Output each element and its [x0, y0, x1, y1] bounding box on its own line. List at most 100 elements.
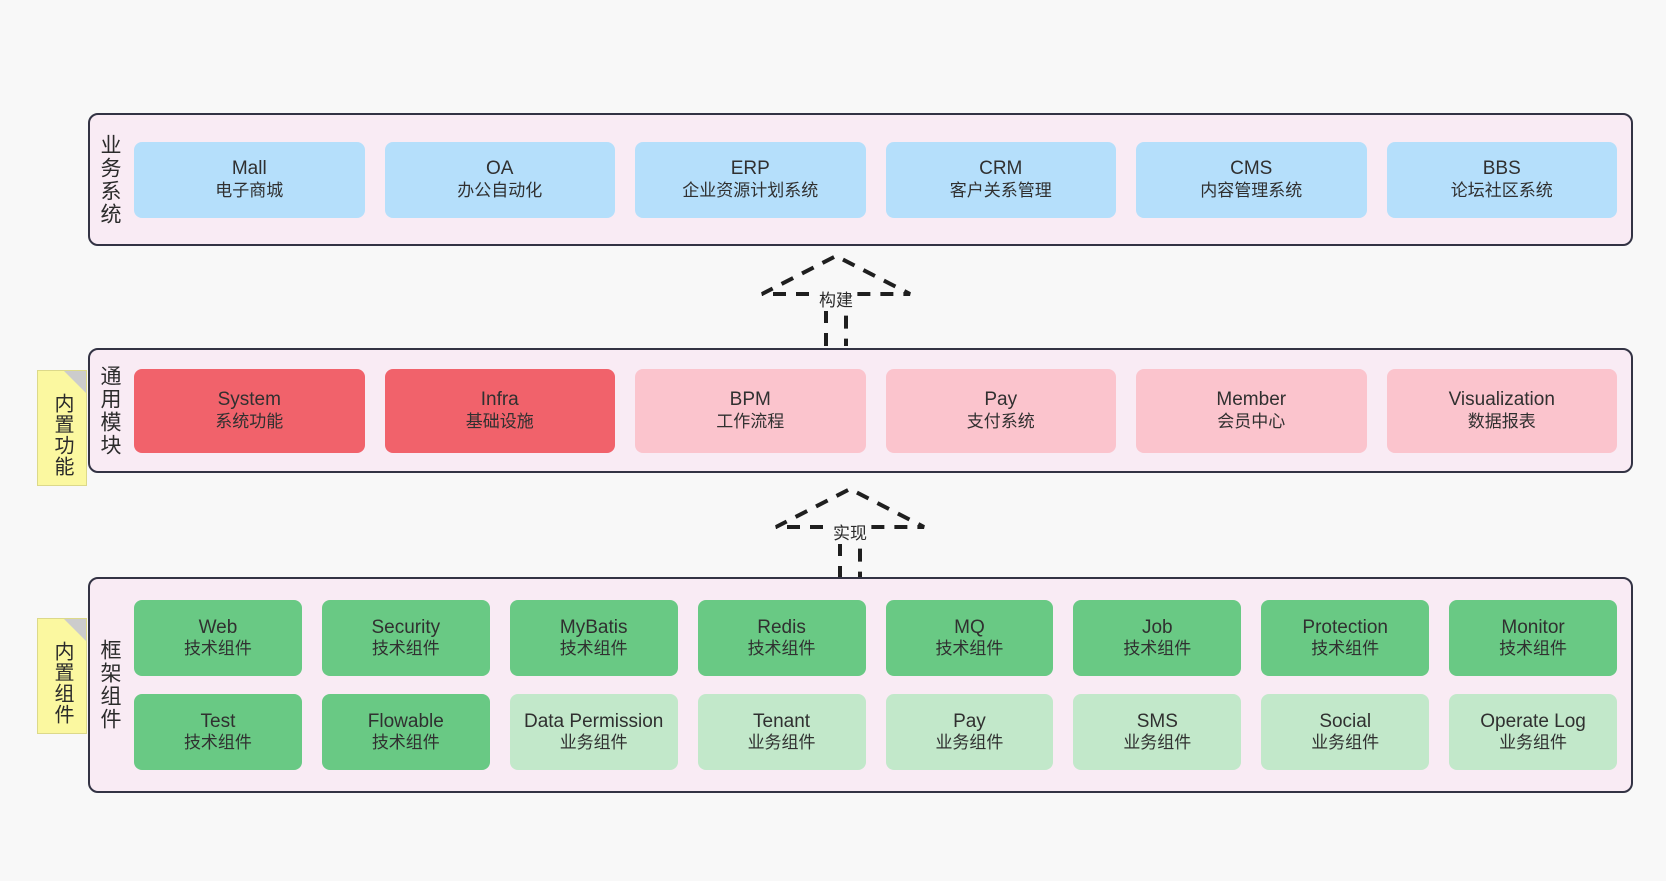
card-member[interactable]: Member 会员中心 [1136, 368, 1367, 453]
card-title: Monitor [1501, 616, 1565, 638]
card-pay[interactable]: Pay 支付系统 [885, 368, 1116, 453]
card-sms[interactable]: SMS 业务组件 [1073, 694, 1242, 770]
card-title: MyBatis [559, 616, 628, 638]
card-title: Flowable [367, 710, 444, 732]
card-subtitle: 技术组件 [183, 733, 252, 753]
card-mq[interactable]: MQ 技术组件 [885, 600, 1054, 676]
note-builtin-function-label: 内置功能 [51, 393, 73, 477]
card-infra[interactable]: Infra 基础设施 [384, 368, 615, 453]
card-system[interactable]: System 系统功能 [134, 368, 365, 453]
card-subtitle: 业务组件 [1311, 733, 1380, 753]
card-title: BBS [1482, 158, 1521, 180]
card-redis[interactable]: Redis 技术组件 [697, 600, 866, 676]
card-title: CRM [979, 158, 1023, 180]
connector-build-label: 构建 [816, 286, 856, 311]
note-builtin-component[interactable]: 内置组件 [37, 618, 87, 734]
card-visualization[interactable]: Visualization 数据报表 [1386, 368, 1617, 453]
note-builtin-component-label: 内置组件 [51, 641, 73, 725]
card-data-permission[interactable]: Data Permission 业务组件 [509, 694, 678, 770]
card-flowable[interactable]: Flowable 技术组件 [321, 694, 490, 770]
card-subtitle: 技术组件 [1123, 639, 1192, 659]
card-subtitle: 业务组件 [935, 733, 1004, 753]
card-subtitle: 技术组件 [183, 639, 252, 659]
card-security[interactable]: Security 技术组件 [321, 600, 490, 676]
card-subtitle: 技术组件 [747, 639, 816, 659]
card-cms[interactable]: CMS 内容管理系统 [1136, 141, 1367, 218]
layer-framework-component-body: Web 技术组件 Security 技术组件 MyBatis 技术组件 Redi… [128, 579, 1631, 791]
card-row: Test 技术组件 Flowable 技术组件 Data Permission … [134, 694, 1617, 770]
card-title: System [217, 389, 281, 411]
card-pay-component[interactable]: Pay 业务组件 [885, 694, 1054, 770]
card-subtitle: 技术组件 [1311, 639, 1380, 659]
card-title: Job [1141, 616, 1173, 638]
card-subtitle: 技术组件 [559, 639, 628, 659]
layer-business-system-body: Mall 电子商城 OA 办公自动化 ERP 企业资源计划系统 CRM 客户关系… [128, 115, 1631, 244]
card-subtitle: 工作流程 [716, 411, 785, 431]
card-subtitle: 电子商城 [215, 180, 284, 200]
card-subtitle: 技术组件 [935, 639, 1004, 659]
card-operate-log[interactable]: Operate Log 业务组件 [1449, 694, 1617, 770]
card-subtitle: 业务组件 [559, 733, 628, 753]
layer-business-system-label: 业务系统 [98, 133, 122, 226]
card-title: OA [486, 158, 514, 180]
layer-common-module-body: System 系统功能 Infra 基础设施 BPM 工作流程 Pay 支付系统… [128, 350, 1631, 471]
card-subtitle: 数据报表 [1467, 411, 1536, 431]
card-crm[interactable]: CRM 客户关系管理 [885, 141, 1116, 218]
card-subtitle: 客户关系管理 [949, 180, 1052, 200]
card-title: Mall [231, 158, 267, 180]
connector-build: 构建 [746, 250, 926, 348]
card-subtitle: 技术组件 [371, 733, 440, 753]
card-subtitle: 论坛社区系统 [1450, 180, 1553, 200]
card-bbs[interactable]: BBS 论坛社区系统 [1386, 141, 1617, 218]
card-subtitle: 技术组件 [1499, 639, 1568, 659]
card-title: Social [1319, 710, 1372, 732]
connector-implement-label: 实现 [830, 519, 870, 544]
card-subtitle: 业务组件 [1499, 733, 1568, 753]
layer-framework-component-label: 框架组件 [98, 639, 122, 731]
card-oa[interactable]: OA 办公自动化 [384, 141, 615, 218]
card-title: Pay [984, 389, 1018, 411]
layer-common-module-label: 通用模块 [98, 364, 122, 457]
card-mybatis[interactable]: MyBatis 技术组件 [509, 600, 678, 676]
card-title: Data Permission [523, 710, 664, 732]
card-social[interactable]: Social 业务组件 [1261, 694, 1430, 770]
card-job[interactable]: Job 技术组件 [1073, 600, 1242, 676]
card-title: SMS [1136, 710, 1178, 732]
layer-framework-component[interactable]: 框架组件 Web 技术组件 Security 技术组件 MyBatis 技术组件… [88, 577, 1633, 793]
card-bpm[interactable]: BPM 工作流程 [635, 368, 866, 453]
card-subtitle: 业务组件 [747, 733, 816, 753]
layer-business-system[interactable]: 业务系统 Mall 电子商城 OA 办公自动化 ERP 企业资源计划系统 CRM… [88, 113, 1633, 246]
card-subtitle: 技术组件 [371, 639, 440, 659]
card-title: Member [1216, 389, 1287, 411]
card-title: Test [200, 710, 236, 732]
card-protection[interactable]: Protection 技术组件 [1261, 600, 1430, 676]
note-builtin-function[interactable]: 内置功能 [37, 370, 87, 486]
card-title: Protection [1302, 616, 1388, 638]
card-title: Visualization [1448, 389, 1555, 411]
card-title: BPM [729, 389, 771, 411]
card-subtitle: 支付系统 [966, 411, 1035, 431]
card-title: MQ [954, 616, 985, 638]
card-title: Pay [953, 710, 986, 732]
card-monitor[interactable]: Monitor 技术组件 [1449, 600, 1617, 676]
card-row: Web 技术组件 Security 技术组件 MyBatis 技术组件 Redi… [134, 600, 1617, 676]
card-subtitle: 会员中心 [1217, 411, 1286, 431]
card-tenant[interactable]: Tenant 业务组件 [697, 694, 866, 770]
card-row: System 系统功能 Infra 基础设施 BPM 工作流程 Pay 支付系统… [134, 368, 1617, 453]
card-web[interactable]: Web 技术组件 [134, 600, 302, 676]
card-subtitle: 办公自动化 [457, 180, 543, 200]
card-title: ERP [730, 158, 770, 180]
card-test[interactable]: Test 技术组件 [134, 694, 302, 770]
card-title: Redis [757, 616, 806, 638]
card-title: CMS [1230, 158, 1273, 180]
card-title: Operate Log [1480, 710, 1586, 732]
card-title: Tenant [753, 710, 811, 732]
card-row: Mall 电子商城 OA 办公自动化 ERP 企业资源计划系统 CRM 客户关系… [134, 141, 1617, 218]
layer-common-module[interactable]: 通用模块 System 系统功能 Infra 基础设施 BPM 工作流程 Pay… [88, 348, 1633, 473]
connector-implement: 实现 [760, 483, 940, 581]
card-mall[interactable]: Mall 电子商城 [134, 141, 365, 218]
card-title: Security [371, 616, 441, 638]
card-subtitle: 企业资源计划系统 [682, 180, 819, 200]
card-erp[interactable]: ERP 企业资源计划系统 [635, 141, 866, 218]
